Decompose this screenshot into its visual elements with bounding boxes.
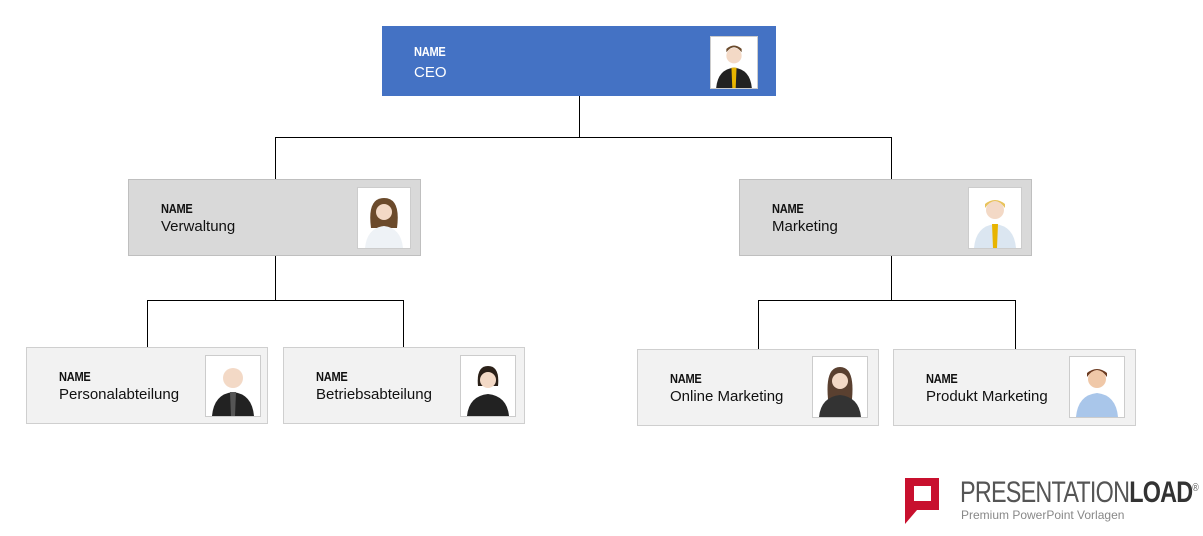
connector: [275, 137, 276, 179]
node-name: NAME: [414, 44, 446, 59]
node-personalabteilung[interactable]: NAME Personalabteilung: [26, 347, 268, 424]
node-produkt-marketing[interactable]: NAME Produkt Marketing: [893, 349, 1136, 426]
avatar: [710, 36, 758, 89]
node-name: NAME: [59, 369, 91, 384]
connector: [275, 137, 892, 138]
connector: [891, 256, 892, 300]
node-role: Online Marketing: [670, 388, 784, 405]
avatar: [460, 355, 516, 417]
connector: [1015, 300, 1016, 349]
avatar: [205, 355, 261, 417]
logo-brand-bold: LOAD: [1129, 476, 1193, 509]
avatar: [1069, 356, 1125, 418]
connector: [275, 256, 276, 300]
node-marketing[interactable]: NAME Marketing: [739, 179, 1032, 256]
node-role: CEO: [414, 64, 447, 81]
connector: [891, 137, 892, 179]
avatar: [968, 187, 1022, 249]
node-name: NAME: [926, 371, 958, 386]
connector: [147, 300, 148, 347]
avatar: [357, 187, 411, 249]
node-ceo[interactable]: NAME CEO: [382, 26, 776, 96]
avatar: [812, 356, 868, 418]
connector: [147, 300, 404, 301]
node-role: Verwaltung: [161, 218, 236, 235]
connector: [758, 300, 759, 349]
node-role: Marketing: [772, 218, 838, 235]
connector: [758, 300, 1016, 301]
logo-registered: ®: [1192, 482, 1198, 494]
logo-tagline: Premium PowerPoint Vorlagen: [961, 508, 1125, 522]
node-verwaltung[interactable]: NAME Verwaltung: [128, 179, 421, 256]
connector: [403, 300, 404, 347]
node-betriebsabteilung[interactable]: NAME Betriebsabteilung: [283, 347, 525, 424]
node-online-marketing[interactable]: NAME Online Marketing: [637, 349, 879, 426]
logo-brand-light: PRESENTATION: [960, 476, 1130, 509]
node-name: NAME: [316, 369, 348, 384]
node-name: NAME: [772, 201, 804, 216]
node-name: NAME: [670, 371, 702, 386]
connector: [579, 96, 580, 137]
node-role: Produkt Marketing: [926, 388, 1048, 405]
node-role: Betriebsabteilung: [316, 386, 432, 403]
logo-mark-icon: [905, 478, 939, 524]
node-role: Personalabteilung: [59, 386, 180, 403]
node-name: NAME: [161, 201, 193, 216]
